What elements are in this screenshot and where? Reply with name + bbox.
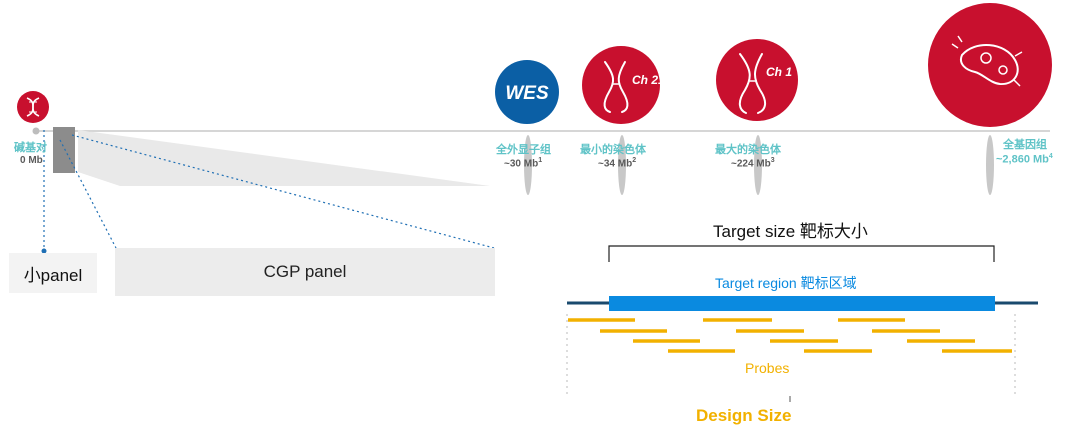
zoom-box xyxy=(53,127,75,173)
dna-icon xyxy=(17,91,49,123)
guide-small-dot xyxy=(41,248,47,254)
value-smallest-chr: ~34 Mb2 xyxy=(598,157,637,170)
cgp-panel-label: CGP panel xyxy=(263,262,347,281)
wes-badge-text: WES xyxy=(505,83,549,104)
bacterium-icon xyxy=(928,3,1052,127)
target-size-bracket xyxy=(608,245,995,262)
ch21-text: Ch 21 xyxy=(632,73,665,87)
label-largest-chr: 最大的染色体 xyxy=(715,144,781,156)
tick-wes xyxy=(524,135,532,195)
value-wes: ~30 Mb1 xyxy=(504,157,543,170)
label-wes: 全外显子组 xyxy=(496,144,551,156)
chromosome-icon: Ch 21 xyxy=(582,46,665,124)
label-single-base: 碱基对 xyxy=(14,142,47,154)
wes-badge: WES xyxy=(495,60,559,124)
guide-cgp-left xyxy=(59,139,117,249)
value-genome: ~2,860 Mb4 xyxy=(996,153,1053,166)
small-panel-box: 小panel xyxy=(9,253,97,293)
ch1-text: Ch 1 xyxy=(766,65,792,79)
cgp-panel-box: CGP panel xyxy=(115,248,495,296)
target-region-label: Target region 靶标区域 xyxy=(715,275,857,291)
tick-genome xyxy=(986,135,994,195)
value-single-base: 0 Mb xyxy=(20,155,43,166)
tick-smallest-chr xyxy=(618,135,626,195)
guide-cgp-right xyxy=(71,134,495,249)
probes xyxy=(568,318,1012,353)
target-size-label: Target size 靶标大小 xyxy=(713,222,868,241)
probes-label: Probes xyxy=(745,360,790,376)
small-panel-label: 小panel xyxy=(23,265,83,285)
target-region-bar xyxy=(609,296,995,311)
scale-origin-dot xyxy=(32,127,40,135)
design-size-label: Design Size xyxy=(696,406,792,425)
value-largest-chr: ~224 Mb3 xyxy=(731,157,775,170)
zoom-wedge xyxy=(78,130,490,186)
tick-largest-chr xyxy=(754,135,762,195)
label-smallest-chr: 最小的染色体 xyxy=(580,144,646,156)
label-genome: 全基因组 xyxy=(1003,139,1047,151)
chromosome-large-icon: Ch 1 xyxy=(716,39,798,121)
